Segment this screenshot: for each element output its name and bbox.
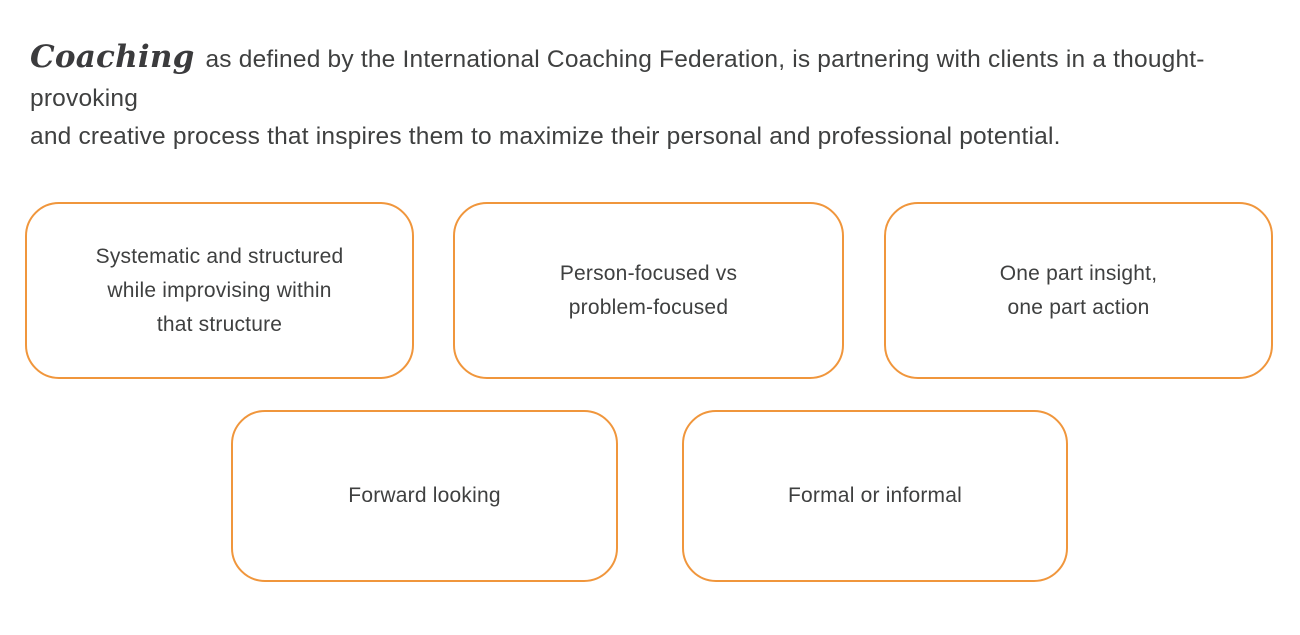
card-label-line: one part action	[1007, 295, 1150, 319]
card-formal-informal: Formal or informal	[682, 410, 1068, 582]
intro-paragraph: Coaching as defined by the International…	[30, 38, 1280, 157]
card-systematic-structured: Systematic and structured while improvis…	[25, 202, 414, 379]
card-person-focused: Person-focused vs problem-focused	[453, 202, 844, 379]
card-label: Formal or informal	[788, 479, 962, 513]
card-label-line: Formal or informal	[788, 484, 962, 507]
card-forward-looking: Forward looking	[231, 410, 618, 582]
card-label: One part insight, one part action	[1000, 257, 1158, 325]
card-label-line: while improvising within	[107, 278, 332, 302]
card-label: Forward looking	[348, 479, 500, 513]
card-label-line: that structure	[156, 312, 283, 336]
intro-line-1: as defined by the International Coaching…	[30, 46, 1205, 112]
intro-line-2: and creative process that inspires them …	[30, 123, 1061, 150]
coaching-highlight-word: Coaching	[30, 39, 195, 75]
card-label-line: One part insight,	[999, 261, 1158, 285]
card-label-line: Person-focused vs	[559, 261, 738, 285]
card-label-line: problem-focused	[568, 295, 729, 319]
card-label: Systematic and structured while improvis…	[96, 240, 344, 342]
card-label-line: Systematic and structured	[95, 244, 344, 268]
card-label: Person-focused vs problem-focused	[560, 257, 737, 325]
card-label-line: Forward looking	[348, 484, 501, 507]
card-insight-action: One part insight, one part action	[884, 202, 1273, 379]
